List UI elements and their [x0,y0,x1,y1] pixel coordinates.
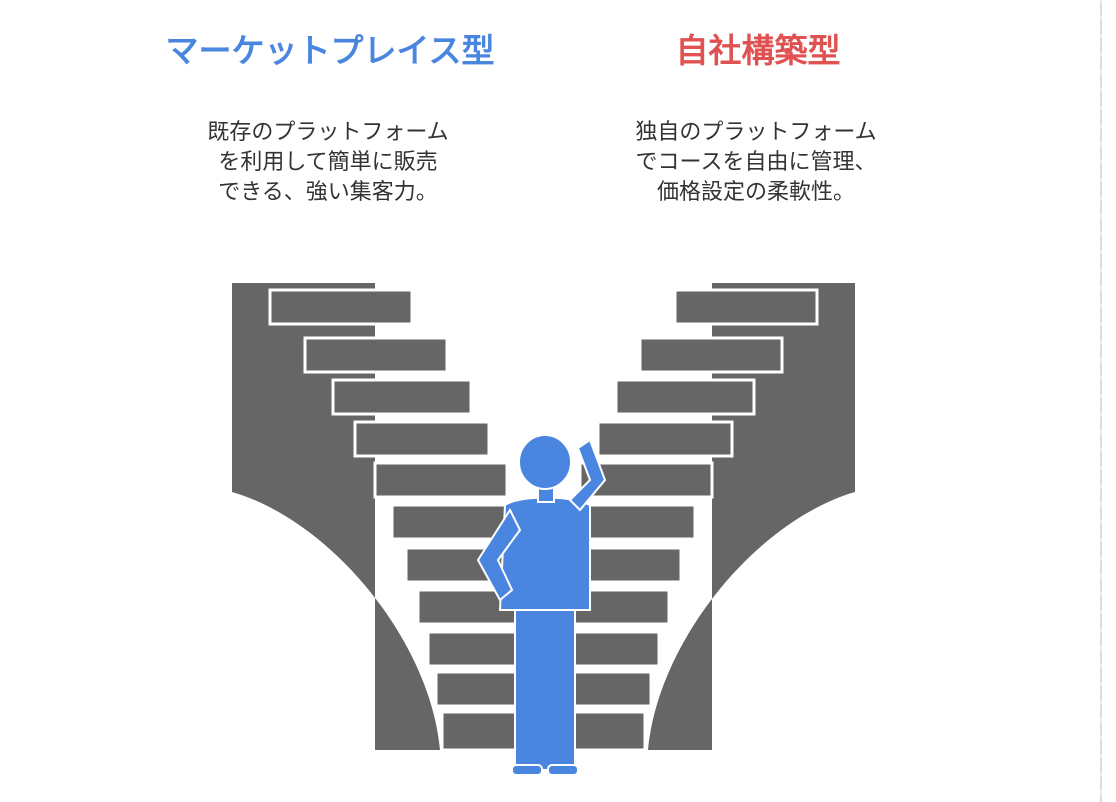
description-line: でコースを自由に管理、 [635,150,877,175]
left-step [268,288,414,326]
right-step [596,420,734,458]
left-step [373,461,509,499]
marketplace-description: 既存のプラットフォーム を利用して簡単に販売 できる、強い集客力。 [148,118,508,208]
right-step [673,288,819,326]
person-icon [476,434,607,776]
right-staircase-base [648,283,855,750]
self-built-description: 独自のプラットフォーム でコースを自由に管理、 価格設定の柔軟性。 [576,118,936,208]
description-line: 独自のプラットフォーム [635,120,877,145]
description-line: を利用して簡単に販売 [218,150,438,175]
left-step [331,378,473,416]
left-staircase-base [232,283,440,750]
right-step [614,378,756,416]
left-step [353,420,491,458]
dotted-border [1100,0,1102,802]
description-line: できる、強い集客力。 [218,180,438,205]
self-built-title: 自社構築型 [675,31,841,70]
left-step [303,336,449,374]
description-line: 既存のプラットフォーム [207,120,449,145]
description-line: 価格設定の柔軟性。 [656,180,855,205]
right-step [638,336,784,374]
marketplace-title: マーケットプレイス型 [165,31,495,70]
